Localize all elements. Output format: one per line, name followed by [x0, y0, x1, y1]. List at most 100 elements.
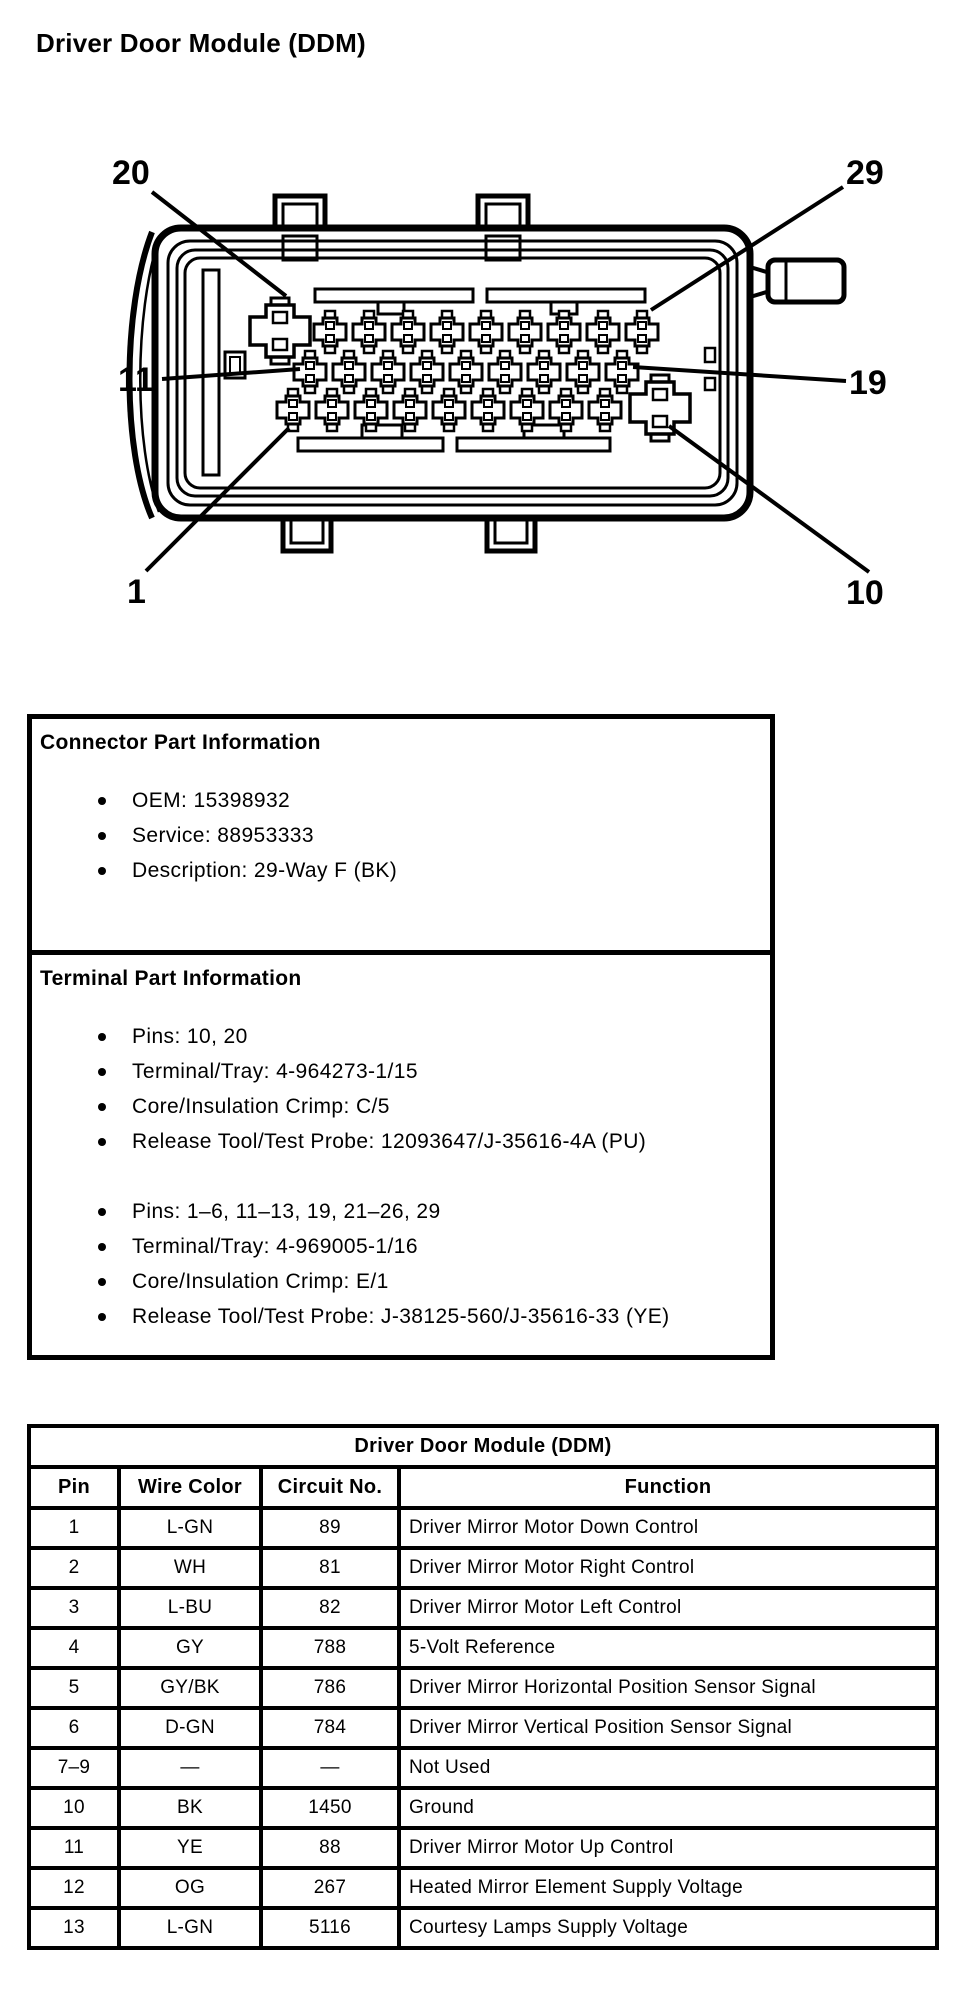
- table-row: 7–9 — — Not Used: [27, 1746, 940, 1790]
- cell-circuit: 82: [259, 1586, 401, 1630]
- pin-11: [292, 349, 328, 395]
- page-title: Driver Door Module (DDM): [36, 28, 366, 58]
- table-row: 5 GY/BK 786 Driver Mirror Horizontal Pos…: [27, 1666, 940, 1710]
- latch-tab: [749, 257, 847, 305]
- table-row: 1 L-GN 89 Driver Mirror Motor Down Contr…: [27, 1506, 940, 1550]
- info-item: Release Tool/Test Probe: J-38125-560/J-3…: [32, 1299, 770, 1334]
- cell-circuit: 1450: [259, 1786, 401, 1830]
- cell-pin: 4: [27, 1626, 121, 1670]
- pin-29: [624, 309, 660, 355]
- pin-label-19: 19: [849, 364, 887, 402]
- cell-function: Not Used: [396, 1746, 940, 1790]
- terminal-part-information-section: Terminal Part Information Pins: 10, 20 T…: [32, 967, 770, 1334]
- table-row: 10 BK 1450 Ground: [27, 1786, 940, 1830]
- table-row: 13 L-GN 5116 Courtesy Lamps Supply Volta…: [27, 1906, 940, 1950]
- info-item: Core/Insulation Crimp: E/1: [32, 1264, 770, 1299]
- keyway-bar: [296, 436, 445, 453]
- pin-20: [248, 296, 312, 366]
- pin-10: [628, 373, 692, 443]
- keyway-bar: [485, 287, 647, 304]
- cell-wire-color: WH: [117, 1546, 263, 1590]
- info-item: Pins: 10, 20: [32, 1019, 770, 1054]
- info-item: OEM: 15398932: [32, 783, 770, 818]
- cell-pin: 11: [27, 1826, 121, 1870]
- table-row: 2 WH 81 Driver Mirror Motor Right Contro…: [27, 1546, 940, 1590]
- table-header-row: Pin Wire Color Circuit No. Function: [27, 1465, 940, 1510]
- top-tab: [475, 193, 531, 262]
- connector-diagram: 20 29 11 19 1 10: [112, 154, 887, 612]
- callout-lines: [144, 185, 871, 574]
- keyway-bar: [455, 436, 612, 453]
- cell-pin: 7–9: [27, 1746, 121, 1790]
- pin-row-middle: [292, 349, 640, 395]
- table-row: 12 OG 267 Heated Mirror Element Supply V…: [27, 1866, 940, 1910]
- top-tab: [272, 193, 328, 262]
- cell-circuit: 81: [259, 1546, 401, 1590]
- pin-19: [604, 349, 640, 395]
- cell-wire-color: L-GN: [117, 1906, 263, 1950]
- cell-wire-color: OG: [117, 1866, 263, 1910]
- cell-circuit: —: [259, 1746, 401, 1790]
- cell-wire-color: —: [117, 1746, 263, 1790]
- cell-wire-color: GY: [117, 1626, 263, 1670]
- cell-circuit: 5116: [259, 1906, 401, 1950]
- pinout-table: Driver Door Module (DDM) Pin Wire Color …: [26, 1424, 940, 1950]
- cell-function: Driver Mirror Motor Left Control: [396, 1586, 940, 1630]
- cell-pin: 1: [27, 1506, 121, 1550]
- table-row: 11 YE 88 Driver Mirror Motor Up Control: [27, 1826, 940, 1870]
- info-item: Core/Insulation Crimp: C/5: [32, 1089, 770, 1124]
- keyway-bar: [313, 287, 475, 304]
- connector-part-information-section: Connector Part Information OEM: 15398932…: [32, 731, 770, 955]
- cell-function: Heated Mirror Element Supply Voltage: [396, 1866, 940, 1910]
- connector-info-heading: Connector Part Information: [40, 731, 321, 754]
- cell-function: Ground: [396, 1786, 940, 1830]
- info-item: Description: 29-Way F (BK): [32, 853, 770, 888]
- cell-pin: 2: [27, 1546, 121, 1590]
- terminal-info-list-2: Pins: 1–6, 11–13, 19, 21–26, 29 Terminal…: [32, 1194, 770, 1334]
- info-item: Service: 88953333: [32, 818, 770, 853]
- table-title-row: Driver Door Module (DDM): [26, 1424, 940, 1469]
- cell-function: Driver Mirror Motor Down Control: [396, 1506, 940, 1550]
- cell-function: 5-Volt Reference: [396, 1626, 940, 1670]
- pin-1: [275, 387, 311, 433]
- cell-function: Driver Mirror Vertical Position Sensor S…: [396, 1706, 940, 1750]
- cell-wire-color: D-GN: [117, 1706, 263, 1750]
- cell-pin: 13: [27, 1906, 121, 1950]
- column-header-circuit-no: Circuit No.: [259, 1465, 401, 1510]
- cell-wire-color: L-GN: [117, 1506, 263, 1550]
- cell-pin: 3: [27, 1586, 121, 1630]
- pin-label-10: 10: [846, 574, 884, 612]
- terminal-info-list-1: Pins: 10, 20 Terminal/Tray: 4-964273-1/1…: [32, 1019, 770, 1159]
- terminal-info-heading: Terminal Part Information: [40, 967, 302, 990]
- table-row: 3 L-BU 82 Driver Mirror Motor Left Contr…: [27, 1586, 940, 1630]
- pin-label-20: 20: [112, 154, 150, 192]
- cell-function: Courtesy Lamps Supply Voltage: [396, 1906, 940, 1950]
- cell-wire-color: BK: [117, 1786, 263, 1830]
- pin-label-11: 11: [118, 361, 154, 399]
- cell-function: Driver Mirror Motor Right Control: [396, 1546, 940, 1590]
- cell-wire-color: YE: [117, 1826, 263, 1870]
- column-header-function: Function: [396, 1465, 940, 1510]
- info-item: Terminal/Tray: 4-969005-1/16: [32, 1229, 770, 1264]
- column-header-pin: Pin: [27, 1465, 121, 1510]
- connector-body: [126, 193, 847, 554]
- cell-pin: 5: [27, 1666, 121, 1710]
- cell-function: Driver Mirror Horizontal Position Sensor…: [396, 1666, 940, 1710]
- table-row: 6 D-GN 784 Driver Mirror Vertical Positi…: [27, 1706, 940, 1750]
- cell-pin: 12: [27, 1866, 121, 1910]
- cell-circuit: 267: [259, 1866, 401, 1910]
- connector-info-list: OEM: 15398932 Service: 88953333 Descript…: [32, 783, 770, 888]
- cell-circuit: 788: [259, 1626, 401, 1670]
- column-header-wire-color: Wire Color: [117, 1465, 263, 1510]
- bottom-tab: [280, 515, 334, 554]
- cell-circuit: 88: [259, 1826, 401, 1870]
- part-information-box: Connector Part Information OEM: 15398932…: [27, 714, 775, 1360]
- table-row: 4 GY 788 5-Volt Reference: [27, 1626, 940, 1670]
- cell-circuit: 784: [259, 1706, 401, 1750]
- cell-function: Driver Mirror Motor Up Control: [396, 1826, 940, 1870]
- cell-wire-color: L-BU: [117, 1586, 263, 1630]
- bottom-tab: [484, 515, 538, 554]
- pin-label-1: 1: [127, 573, 146, 611]
- info-item: Terminal/Tray: 4-964273-1/15: [32, 1054, 770, 1089]
